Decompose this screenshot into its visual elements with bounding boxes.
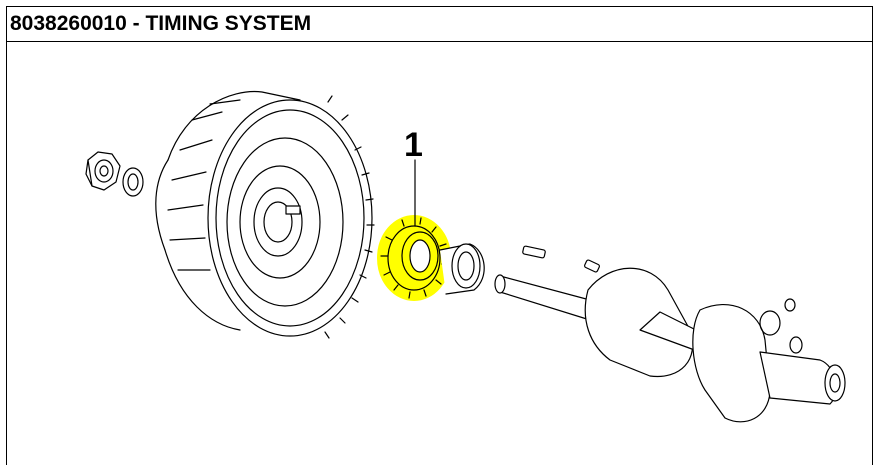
page-title: 8038260010 - TIMING SYSTEM [10,12,312,35]
nut-icon[interactable] [85,151,121,191]
exploded-view-area [6,41,873,465]
title-bar: 8038260010 - TIMING SYSTEM [6,6,873,42]
washer-icon[interactable] [122,167,144,197]
timing-gear-icon[interactable] [377,215,451,301]
key-icon[interactable] [522,245,600,273]
callout-label-1[interactable]: 1 [404,126,423,164]
flywheel-icon[interactable] [155,90,375,339]
bearing-icon[interactable] [439,243,485,295]
crankshaft-icon[interactable] [494,267,846,423]
